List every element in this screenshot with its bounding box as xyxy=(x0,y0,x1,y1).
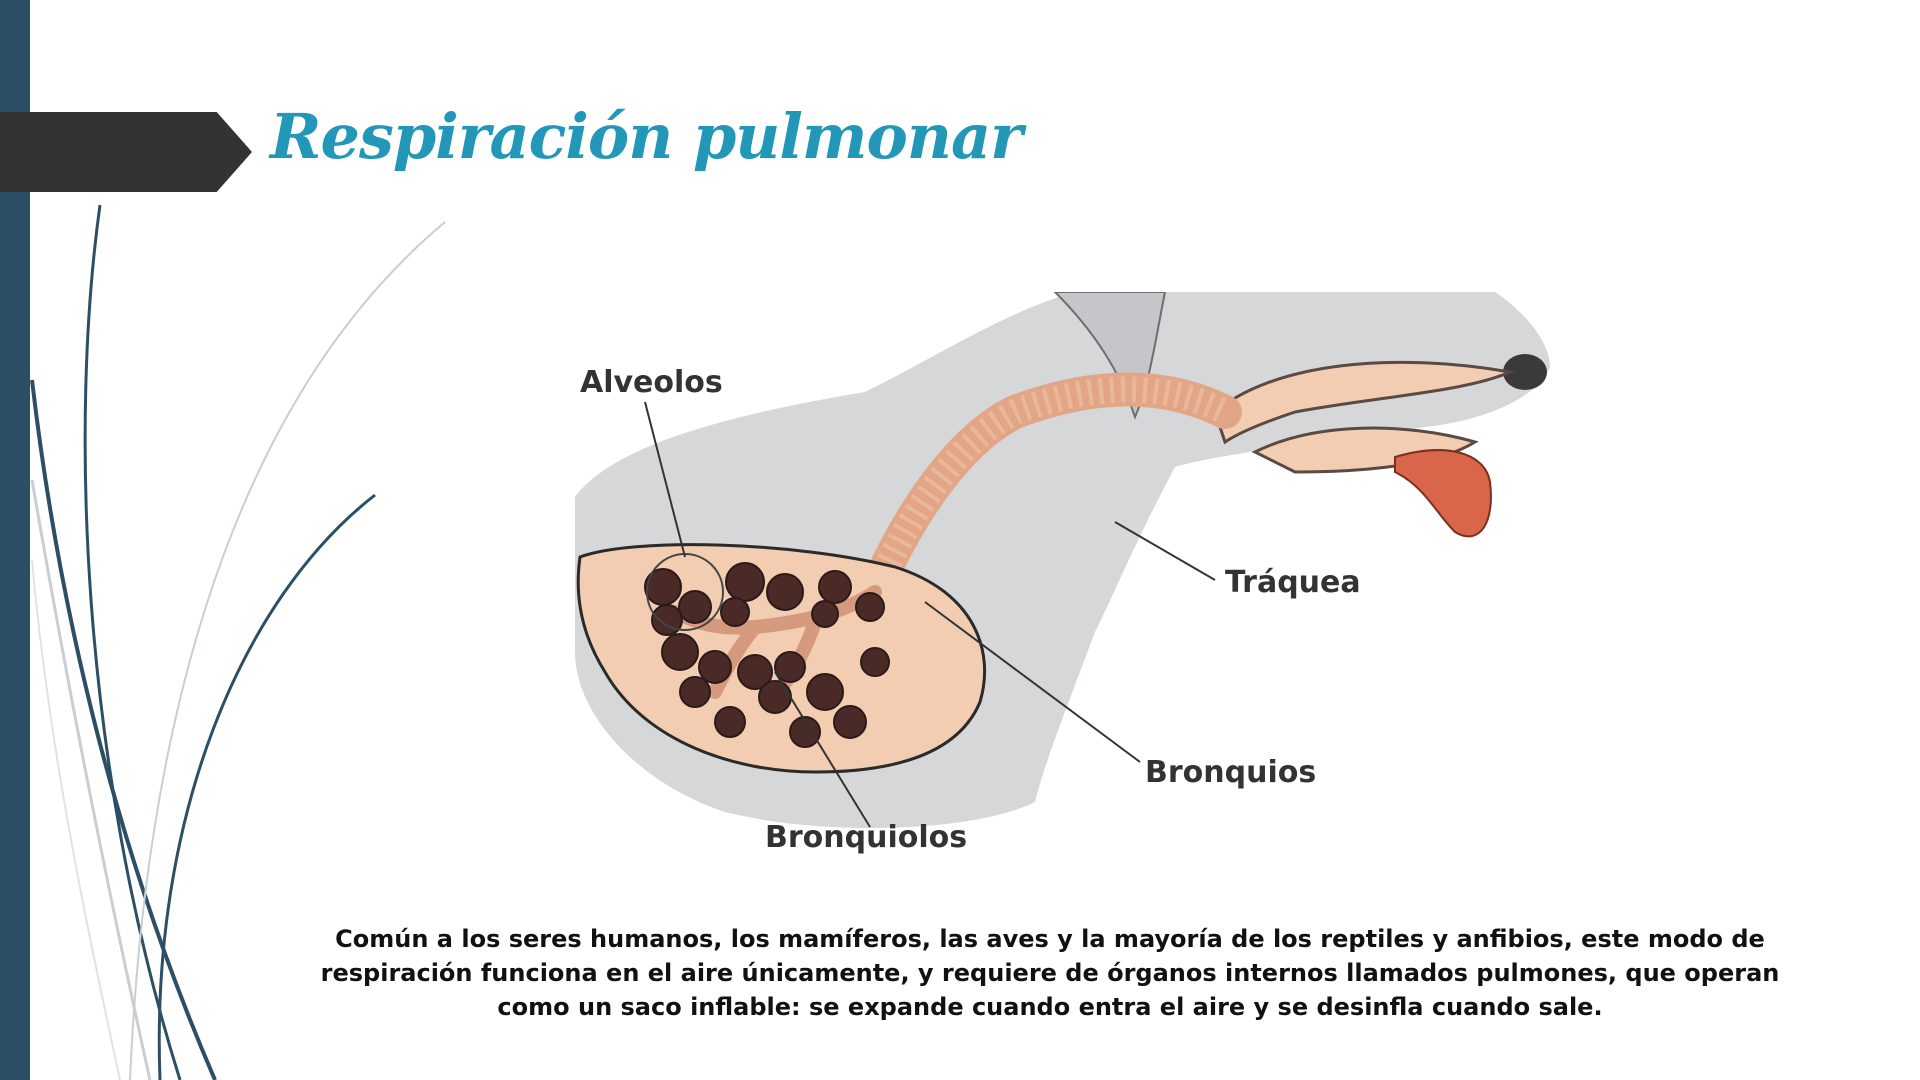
leader-bronquios xyxy=(924,601,1141,763)
alveoli-clusters xyxy=(644,562,890,748)
slide-title: Respiración pulmonar xyxy=(270,100,1023,173)
label-bronquiolos: Bronquiolos xyxy=(765,820,967,855)
dog-respiratory-diagram: Alveolos Tráquea Bronquios Bronquiolos xyxy=(575,292,1550,872)
decorative-curves xyxy=(30,204,446,1080)
leader-traquea xyxy=(1114,521,1216,581)
slide-caption: Común a los seres humanos, los mamíferos… xyxy=(320,925,1780,1021)
trachea-rings xyxy=(863,376,1231,598)
dog-nose xyxy=(1503,354,1547,390)
label-traquea: Tráquea xyxy=(1225,565,1361,600)
leader-alveolos xyxy=(644,401,686,558)
title-arrow xyxy=(0,112,252,192)
nasal-cavity xyxy=(1213,360,1516,445)
label-alveolos: Alveolos xyxy=(580,365,723,400)
label-bronquios: Bronquios xyxy=(1145,755,1316,790)
leader-bronquiolos xyxy=(774,671,871,828)
tongue xyxy=(1394,449,1492,538)
